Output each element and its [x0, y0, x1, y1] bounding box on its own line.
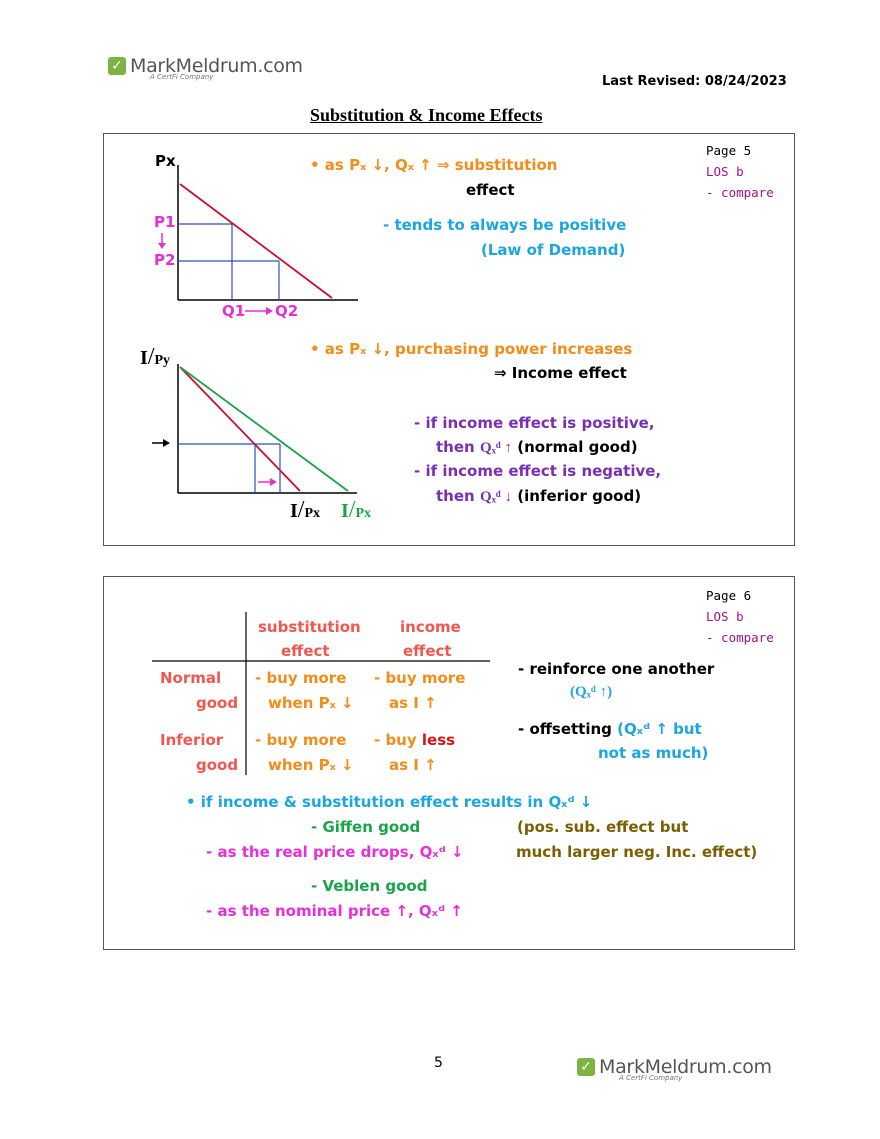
graph1-p2-label: P2	[154, 251, 176, 269]
demand-line	[179, 183, 333, 299]
row-normal-2: good	[196, 694, 239, 712]
budget-line-original	[179, 366, 301, 492]
compare-label-2: - compare	[706, 630, 774, 645]
q-down-text: Qₓᵈ ↓	[479, 489, 513, 505]
normal-good-text: (normal good)	[512, 438, 638, 456]
budget-line-new	[179, 366, 349, 492]
purchasing-power-line: • as Pₓ ↓, purchasing power increases	[310, 340, 633, 358]
page-title: Substitution & Income Effects	[310, 105, 543, 125]
graph2-x-label: I/Px	[290, 497, 321, 523]
q-up-text: Qₓᵈ ↑	[479, 440, 513, 456]
graph2-y-label: I/Py	[140, 344, 171, 370]
col-substitution-1: substitution	[258, 618, 361, 636]
normal-good-line: then Qₓᵈ ↑ (normal good)	[436, 438, 638, 457]
normal-inc-2: as I ↑	[389, 694, 437, 712]
page-number: 5	[434, 1055, 443, 1071]
law-of-demand: (Law of Demand)	[481, 241, 626, 259]
substitution-effect-line2: effect	[466, 181, 515, 199]
buy-text: - buy	[374, 731, 422, 749]
graph2-y-num: I	[140, 347, 148, 369]
footer-logo[interactable]: ✓ MarkMeldrum.com A CertFi Company	[577, 1056, 772, 1082]
tends-positive-line1: - tends to always be positive	[383, 216, 627, 234]
graph2-y-den: Py	[154, 353, 171, 368]
price-drop-arrowhead	[158, 243, 166, 249]
offsetting-text: - offsetting	[518, 720, 618, 738]
last-revised: Last Revised: 08/24/2023	[602, 74, 787, 89]
income-positive-line: - if income effect is positive,	[414, 414, 655, 432]
checkmark-icon: ✓	[108, 57, 126, 75]
veblen-good: - Veblen good	[311, 877, 428, 895]
logo-name: MarkMeldrum.com	[130, 55, 303, 77]
compare-label: - compare	[706, 185, 774, 200]
then-text: then	[436, 438, 480, 456]
logo-name: MarkMeldrum.com	[599, 1056, 772, 1078]
not-as-much: not as much)	[598, 744, 709, 762]
row-inferior-1: Inferior	[160, 731, 224, 749]
col-income-2: effect	[403, 642, 452, 660]
page-label-2: Page 6	[706, 588, 752, 603]
section-box-page6	[103, 576, 795, 950]
giffen-desc: - as the real price drops, Qₓᵈ ↓	[206, 843, 464, 861]
graph1-q2-label: Q2	[275, 302, 299, 320]
normal-sub-1: - buy more	[255, 669, 347, 687]
page-label: Page 5	[706, 143, 752, 158]
substitution-effect-text: • as Pₓ ↓, Qₓ ↑ ⇒ substitution	[310, 156, 558, 174]
header-logo[interactable]: ✓ MarkMeldrum.com A CertFi Company	[108, 55, 303, 81]
inferior-good-line: then Qₓᵈ ↓ (inferior good)	[436, 487, 641, 506]
graph2-x2-label: I/Px	[341, 497, 372, 523]
graph1-axis-label: Px	[155, 152, 176, 170]
graph2-x2-den: Px	[355, 506, 372, 521]
los-label: LOS b	[706, 164, 744, 179]
giffen-good: - Giffen good	[311, 818, 421, 836]
normal-sub-2: when Pₓ ↓	[268, 694, 354, 712]
checkmark-icon: ✓	[577, 1058, 595, 1076]
section-box-page5	[103, 133, 795, 546]
reinforce-line: - reinforce one another	[518, 660, 715, 678]
offsetting-q: (Qₓᵈ ↑ but	[617, 720, 702, 738]
income-effect-line: ⇒ Income effect	[494, 364, 627, 382]
giffen-note-2: much larger neg. Inc. effect)	[516, 843, 758, 861]
giffen-note-1: (pos. sub. effect but	[517, 818, 689, 836]
veblen-desc: - as the nominal price ↑, Qₓᵈ ↑	[206, 902, 463, 920]
income-sub-results-line: • if income & substitution effect result…	[186, 793, 593, 811]
inferior-good-text: (inferior good)	[512, 487, 642, 505]
row-normal-1: Normal	[160, 669, 222, 687]
graph1-q1-label: Q1	[222, 302, 246, 320]
col-income-1: income	[400, 618, 461, 636]
logo-subtitle: A CertFi Company	[619, 1074, 683, 1082]
normal-inc-1: - buy more	[374, 669, 466, 687]
col-substitution-2: effect	[281, 642, 330, 660]
graph1-p1-label: P1	[154, 213, 176, 231]
substitution-effect-line1: • as Pₓ ↓, Qₓ ↑ ⇒ substitution	[310, 156, 557, 174]
offsetting-line: - offsetting (Qₓᵈ ↑ but	[518, 720, 702, 738]
left-arrowhead	[163, 439, 170, 447]
inferior-inc-1: - buy less	[374, 731, 455, 749]
graph2-x-den: Px	[304, 506, 321, 521]
inferior-inc-2: as I ↑	[389, 756, 437, 774]
logo-subtitle: A CertFi Company	[150, 73, 214, 81]
inferior-sub-2: when Pₓ ↓	[268, 756, 354, 774]
reinforce-q: (Qₓᵈ ↑)	[570, 684, 613, 700]
less-text: less	[421, 731, 456, 749]
row-inferior-2: good	[196, 756, 239, 774]
income-negative-line: - if income effect is negative,	[414, 462, 662, 480]
los-label-2: LOS b	[706, 609, 744, 624]
quantity-arrowhead	[266, 307, 273, 315]
graph2-x-num: I	[290, 500, 298, 522]
then-text-2: then	[436, 487, 480, 505]
inferior-sub-1: - buy more	[255, 731, 347, 749]
graph2-x2-num: I	[341, 500, 349, 522]
shift-arrowhead	[270, 478, 277, 486]
